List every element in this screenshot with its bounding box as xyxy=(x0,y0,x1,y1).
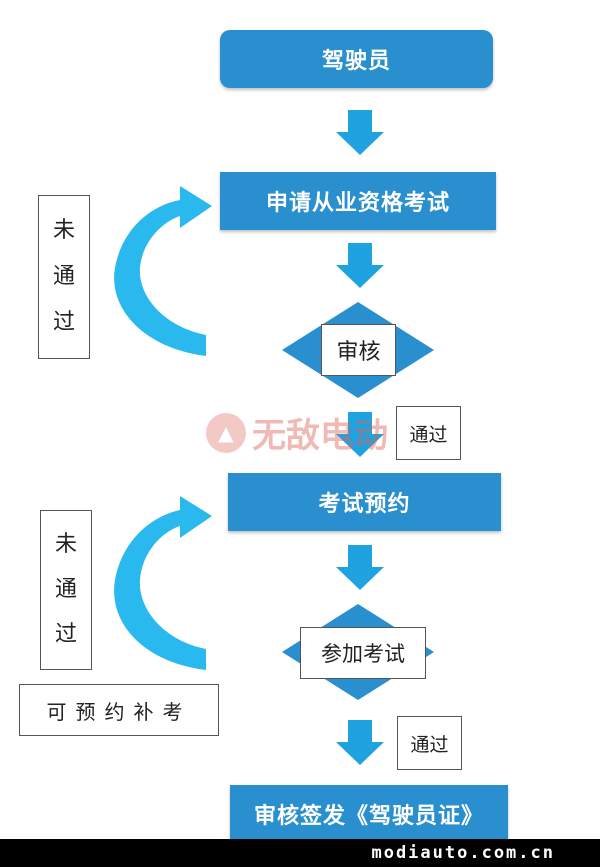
can-rebook-text: 可预约补考 xyxy=(46,699,192,724)
node-exam-booking-label: 考试预约 xyxy=(318,492,411,517)
node-take-exam-label: 参加考试 xyxy=(321,642,405,666)
not-passed-1-char-1: 未 xyxy=(52,218,75,243)
node-driver-label: 驾驶员 xyxy=(321,49,391,74)
passed-label-1: 通过 xyxy=(396,406,461,460)
passed-label-2: 通过 xyxy=(397,716,462,770)
node-driver: 驾驶员 xyxy=(220,30,493,88)
node-issue-license-label: 审核签发《驾驶员证》 xyxy=(253,804,484,829)
not-passed-2-char-3: 过 xyxy=(54,622,77,647)
passed-2-text: 通过 xyxy=(410,733,449,756)
node-issue-license: 审核签发《驾驶员证》 xyxy=(230,785,508,843)
node-exam-booking: 考试预约 xyxy=(228,473,501,531)
down-arrow-2 xyxy=(336,243,384,288)
down-arrow-3 xyxy=(336,412,384,457)
node-review-label: 审核 xyxy=(336,340,381,365)
down-arrow-5 xyxy=(336,720,384,765)
not-passed-label-2: 未 通 过 xyxy=(40,510,92,670)
footer-url: modiauto.com.cn xyxy=(371,843,555,863)
watermark: ▲ 无敌电动 xyxy=(206,408,388,457)
can-rebook-label: 可预约补考 xyxy=(19,684,219,736)
node-apply-exam: 申请从业资格考试 xyxy=(220,172,496,230)
node-apply-exam-label: 申请从业资格考试 xyxy=(265,191,450,216)
retry-loop-arrow-1 xyxy=(114,186,212,356)
down-arrow-1 xyxy=(336,110,384,155)
not-passed-1-char-3: 过 xyxy=(52,310,75,335)
watermark-text: 无敌电动 xyxy=(252,416,388,456)
node-review: 审核 xyxy=(321,324,396,376)
not-passed-label-1: 未 通 过 xyxy=(38,195,90,359)
footer-bar: modiauto.com.cn xyxy=(0,839,600,867)
passed-1-text: 通过 xyxy=(409,423,448,446)
node-take-exam: 参加考试 xyxy=(300,627,426,679)
not-passed-1-char-2: 通 xyxy=(52,264,75,289)
not-passed-2-char-2: 通 xyxy=(54,577,77,602)
watermark-logo-icon: ▲ xyxy=(206,412,246,453)
retry-loop-arrow-2 xyxy=(114,496,212,670)
down-arrow-4 xyxy=(336,545,384,590)
not-passed-2-char-1: 未 xyxy=(54,532,77,557)
